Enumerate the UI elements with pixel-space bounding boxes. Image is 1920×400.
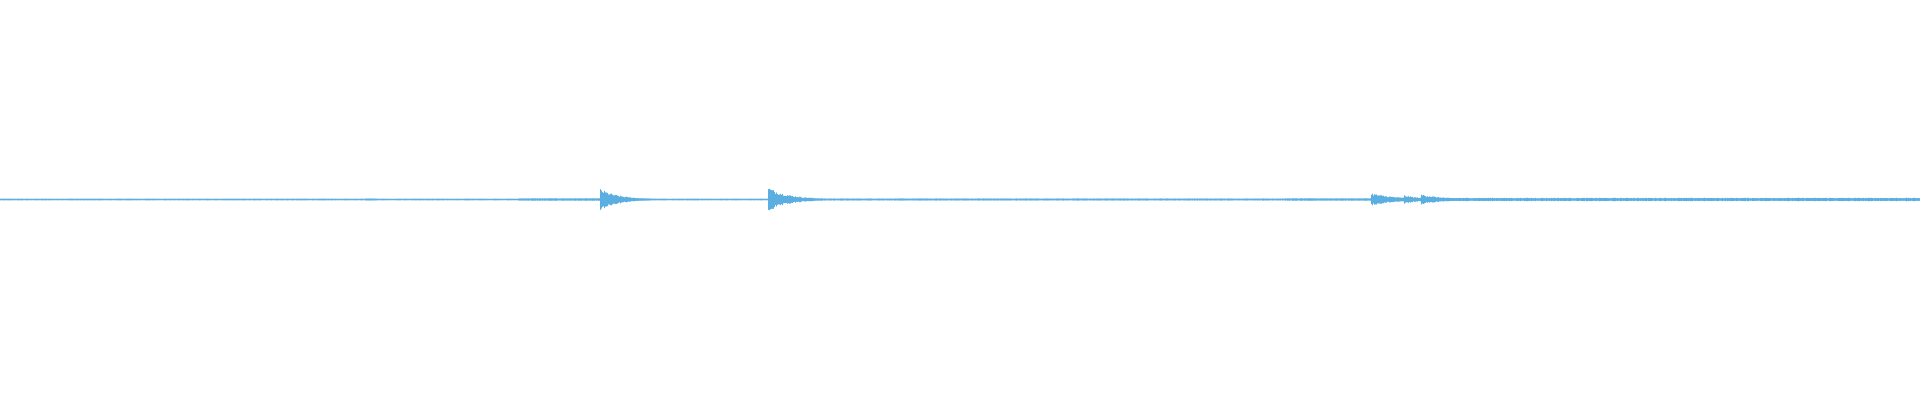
waveform-signal xyxy=(0,188,1920,211)
